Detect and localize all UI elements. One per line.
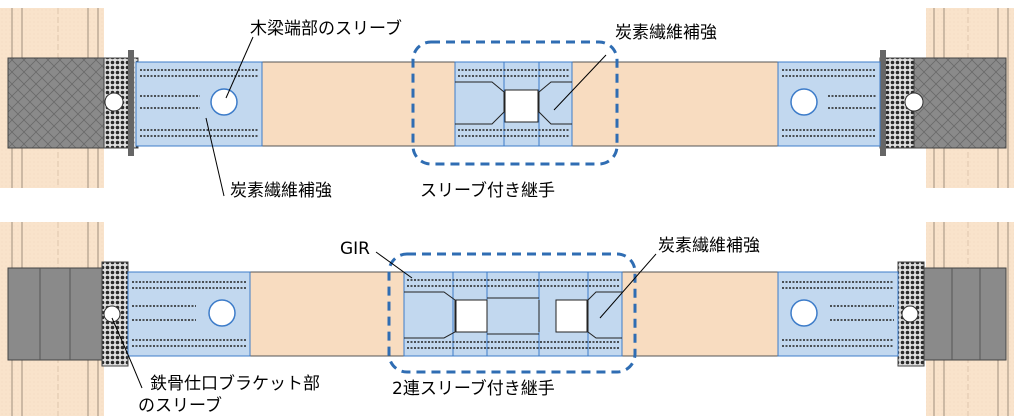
top-end-sleeve-label: 木梁端部のスリーブ xyxy=(250,18,402,39)
bottom-bracket-sleeve-leader xyxy=(111,317,143,389)
bottom-joint-sleeve-right xyxy=(555,299,588,333)
bottom-left-bracket-sleeve xyxy=(103,305,121,323)
top-joint-sleeve xyxy=(504,89,539,123)
top-left-beam-sleeve xyxy=(210,88,238,116)
bottom-cfrp-center-label: 炭素繊維補強 xyxy=(658,236,760,256)
bottom-gir-label: GIR xyxy=(340,239,370,259)
top-cfrp-center-leader xyxy=(553,54,607,111)
bottom-cfrp-center-leader xyxy=(599,253,657,319)
top-joint-callout xyxy=(411,40,619,166)
bottom-joint-sleeve-left xyxy=(455,299,488,333)
top-right-steel xyxy=(879,50,1007,156)
top-left-cfrp xyxy=(135,61,263,147)
bottom-gir-leader xyxy=(375,251,413,279)
bottom-right-beam-sleeve xyxy=(790,299,818,327)
bottom-double-sleeve-joint xyxy=(403,271,623,357)
bottom-right-bracket-sleeve xyxy=(901,305,919,323)
top-sleeve-joint xyxy=(454,61,573,147)
top-end-sleeve-leader xyxy=(225,36,254,99)
bottom-joint-label: 2連スリーブ付き継手 xyxy=(392,378,555,399)
top-diagram: 木梁端部のスリーブ 炭素繊維補強 炭素繊維補強 スリーブ付き継手 xyxy=(0,8,1014,201)
top-right-bracket-sleeve xyxy=(904,92,924,112)
top-left-bracket-sleeve xyxy=(104,92,124,112)
top-cfrp-end-label: 炭素繊維補強 xyxy=(230,181,332,201)
bottom-diagram: GIR 炭素繊維補強 鉄骨仕口ブラケット部 のスリーブ 2連スリーブ付き継手 xyxy=(0,222,1014,416)
top-joint-label: スリーブ付き継手 xyxy=(420,180,555,201)
bottom-left-beam-sleeve xyxy=(208,299,236,327)
bottom-bracket-sleeve-label-line1: 鉄骨仕口ブラケット部 xyxy=(150,373,320,394)
bottom-bracket-sleeve-label-line2: のスリーブ xyxy=(138,395,222,416)
bottom-right-steel xyxy=(897,261,1007,367)
top-cfrp-center-label: 炭素繊維補強 xyxy=(615,23,717,43)
top-cfrp-end-leader xyxy=(205,117,225,197)
top-right-beam-sleeve xyxy=(790,88,818,116)
bottom-joint-callout xyxy=(387,252,637,374)
